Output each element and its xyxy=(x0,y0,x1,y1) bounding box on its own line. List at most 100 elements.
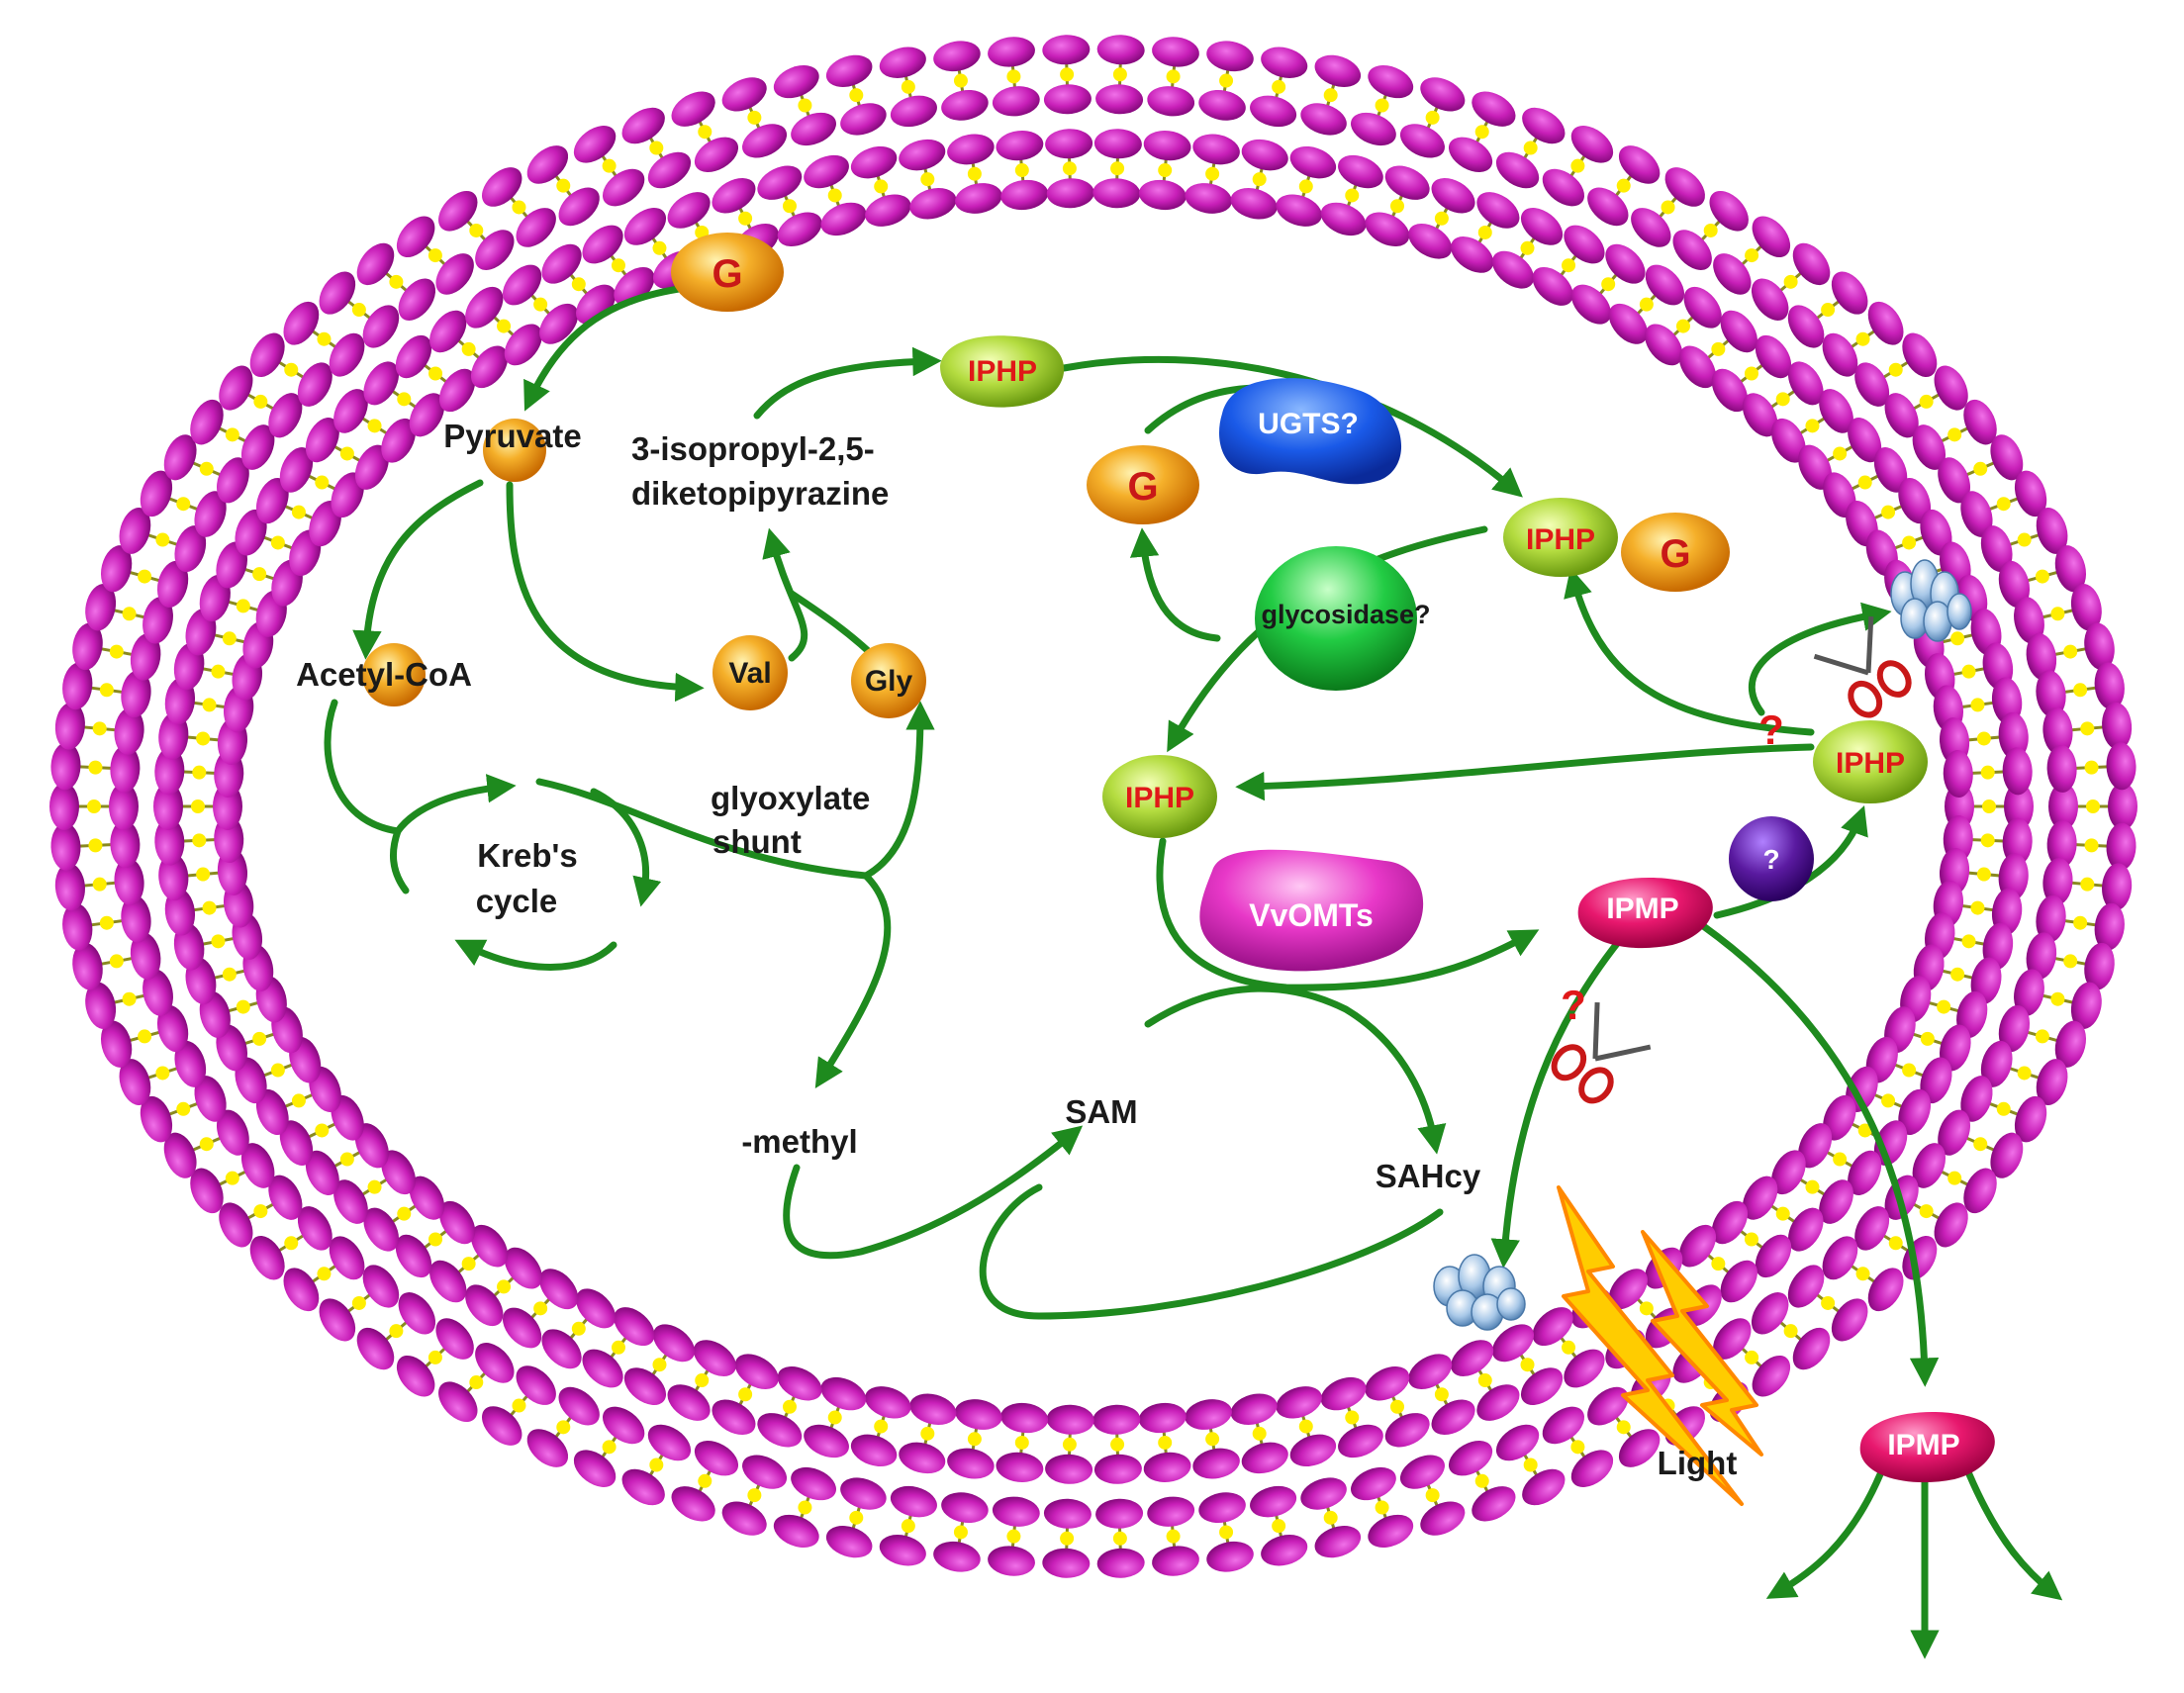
membrane-tail-joint xyxy=(782,1399,797,1414)
membrane-lipid-head xyxy=(114,707,144,755)
membrane-lipid-head xyxy=(890,1485,937,1518)
membrane-lipid-head xyxy=(1963,1168,1997,1214)
membrane-lipid-head xyxy=(1898,477,1932,524)
membrane-lipid-head xyxy=(820,1376,867,1411)
membrane-lipid-head xyxy=(667,1384,711,1421)
membrane-tail-joint xyxy=(1062,1437,1077,1452)
membrane-tail-joint xyxy=(649,1458,664,1472)
membrane-lipid-head xyxy=(174,525,207,573)
membrane-tail-joint xyxy=(798,1500,812,1515)
arrow-methyl-to-sam xyxy=(783,1125,1084,1260)
membrane-lipid-head xyxy=(933,41,981,72)
iphp-node-conjugate xyxy=(1503,498,1618,577)
membrane-lipid-head xyxy=(1788,1207,1824,1252)
iphp-node-left xyxy=(1102,755,1217,838)
question-mark-lower: ? xyxy=(1561,982,1586,1028)
membrane-tail-joint xyxy=(1252,1426,1267,1441)
membrane-lipid-head xyxy=(1476,192,1520,229)
membrane-lipid-head xyxy=(1206,1541,1254,1572)
membrane-tail-joint xyxy=(1158,163,1173,178)
membrane-lipid-head xyxy=(516,1365,556,1405)
membrane-tail-joint xyxy=(1970,698,1985,712)
membrane-tail-joint xyxy=(428,1232,443,1247)
membrane-tail-joint xyxy=(1980,833,1995,848)
membrane-tail-joint xyxy=(2080,721,2095,736)
membrane-tail-joint xyxy=(901,79,915,94)
membrane-lipid-head xyxy=(121,894,151,943)
membrane-lipid-head xyxy=(1678,1224,1717,1268)
membrane-tail-joint xyxy=(2035,1029,2049,1044)
degradation-cloud-icon xyxy=(1433,1254,1526,1331)
membrane-tail-joint xyxy=(1570,158,1585,173)
membrane-lipid-head xyxy=(1720,1260,1757,1303)
membrane-tail-joint xyxy=(1950,967,1965,982)
membrane-lipid-head xyxy=(1823,472,1856,518)
membrane-lipid-head xyxy=(992,1496,1040,1527)
membrane-lipid-head xyxy=(140,1095,173,1143)
membrane-lipid-head xyxy=(1713,1318,1752,1360)
membrane-tail-joint xyxy=(284,362,299,377)
membrane-tail-joint xyxy=(155,532,170,547)
membrane-tail-joint xyxy=(533,297,548,312)
membrane-tail-joint xyxy=(738,1387,753,1402)
membrane-lipid-head xyxy=(955,1399,1002,1430)
membrane-tail-joint xyxy=(88,838,103,853)
membrane-lipid-head xyxy=(909,1393,957,1426)
membrane-lipid-head xyxy=(825,54,873,87)
ipmp-inner-label: IPMP xyxy=(1606,893,1678,925)
membrane-lipid-head xyxy=(1798,1123,1833,1169)
membrane-tail-joint xyxy=(747,110,762,125)
membrane-tail-joint xyxy=(1616,178,1631,193)
membrane-lipid-head xyxy=(1314,54,1362,87)
membrane-tail-joint xyxy=(1821,1295,1836,1310)
membrane-lipid-head xyxy=(503,264,542,306)
membrane-tail-joint xyxy=(1205,166,1220,181)
membrane-lipid-head xyxy=(216,457,249,504)
membrane-lipid-head xyxy=(602,1406,645,1445)
membrane-lipid-head xyxy=(1300,1477,1347,1510)
membrane-tail-joint xyxy=(427,1350,442,1364)
membrane-tail-joint xyxy=(533,1301,548,1316)
membrane-lipid-head xyxy=(1867,1268,1904,1312)
membrane-lipid-head xyxy=(1822,1236,1858,1280)
membrane-lipid-head xyxy=(163,1132,197,1178)
arrow-pyruvate-to-val xyxy=(506,481,705,703)
membrane-tail-joint xyxy=(1434,211,1449,226)
membrane-tail-joint xyxy=(1375,1500,1389,1515)
pyruvate-node xyxy=(483,419,546,482)
membrane-lipid-head xyxy=(1570,284,1611,325)
membrane-lipid-head xyxy=(1771,1150,1806,1195)
membrane-lipid-head xyxy=(1520,1367,1564,1405)
membrane-tail-joint xyxy=(1014,1435,1029,1450)
membrane-lipid-head xyxy=(438,190,478,232)
membrane-lipid-head xyxy=(582,1349,623,1388)
membrane-lipid-head xyxy=(791,112,836,146)
membrane-lipid-head xyxy=(1384,165,1430,200)
membrane-lipid-head xyxy=(573,126,617,163)
membrane-tail-joint xyxy=(556,178,571,193)
membrane-tail-joint xyxy=(1745,248,1759,263)
g-node-top-label: G xyxy=(712,252,742,296)
membrane-tail-joint xyxy=(1219,73,1234,88)
membrane-lipid-head xyxy=(721,77,767,112)
vvomts-enzyme xyxy=(1199,849,1424,972)
membrane-lipid-head xyxy=(363,1207,399,1252)
membrane-lipid-head xyxy=(482,167,522,207)
membrane-lipid-head xyxy=(1152,1546,1199,1576)
membrane-lipid-head xyxy=(465,1284,504,1327)
glyoxylate-shunt-label-line1: glyoxylate xyxy=(711,780,870,816)
membrane-tail-joint xyxy=(191,799,205,813)
membrane-lipid-head xyxy=(194,1076,227,1122)
membrane-tail-joint xyxy=(397,392,412,407)
membrane-tail-joint xyxy=(1639,297,1654,312)
membrane-lipid-head xyxy=(712,177,756,214)
membrane-lipid-head xyxy=(1045,129,1093,159)
membrane-tail-joint xyxy=(88,760,103,775)
membrane-lipid-head xyxy=(988,1546,1035,1576)
membrane-lipid-head xyxy=(398,1292,436,1335)
membrane-lipid-head xyxy=(652,1324,696,1363)
membrane-lipid-head xyxy=(190,1168,224,1214)
membrane-tail-joint xyxy=(953,73,968,88)
arrow-g-to-pyruvate xyxy=(523,283,697,412)
membrane-lipid-head xyxy=(2106,822,2137,871)
